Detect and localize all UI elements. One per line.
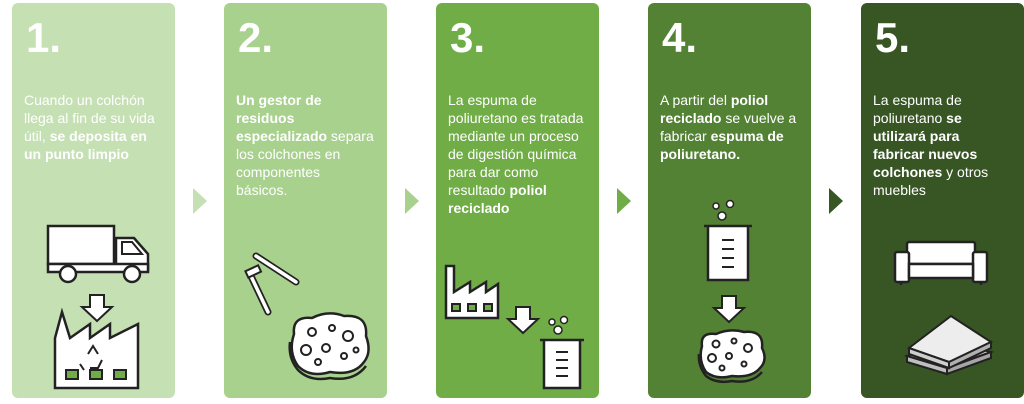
step-number: 3. [450,14,486,61]
step-number: 1. [26,14,62,61]
sponge-icon [697,329,766,384]
factory-icon [444,264,500,320]
sofa-icon [893,240,989,285]
beaker-icon [704,199,752,282]
step-text-part: Un gestor de residuos especializado [236,92,328,144]
step-text-part: La espuma de poliuretano es tratada medi… [448,92,584,198]
nails-icon [244,252,300,316]
step-card-3: 3. La espuma de poliuretano es tratada m… [436,3,599,398]
step-card-1: 1. Cuando un colchón llega al fin de su … [12,3,175,398]
step-text-part: se utilizará para fabricar nuevos colcho… [873,110,978,180]
step-text: Cuando un colchón llega al fin de su vid… [24,91,163,163]
recycling-factory-icon [53,307,140,390]
step-card-5: 5. La espuma de poliuretano se utilizará… [861,3,1024,398]
beaker-icon [540,315,584,390]
step-number: 2. [238,14,274,61]
truck-icon [46,224,150,284]
step-text: A partir del poliol reciclado se vuelve … [660,91,799,163]
next-arrow-icon [193,188,207,214]
step-text-part: poliol reciclado [448,182,547,216]
step-text: La espuma de poliuretano es tratada medi… [448,91,587,217]
step-text-part: y otros muebles [873,164,989,198]
next-arrow-icon [617,188,631,214]
down-arrow-icon [711,295,747,324]
sponge-icon [288,312,370,381]
next-arrow-icon [829,188,843,214]
step-text-part: poliol reciclado [660,92,769,126]
step-text-part: se deposita en un punto limpio [24,128,147,162]
step-text-part: separa los colchones en componentes bási… [236,128,374,198]
step-number: 4. [662,14,698,61]
down-arrow-icon [505,306,541,335]
step-text-part: Cuando un colchón llega al fin de su vid… [24,92,155,144]
step-text-part: A partir del [660,92,731,108]
step-text-part: espuma de poliuretano. [660,128,784,162]
step-text: Un gestor de residuos especializado sepa… [236,91,375,199]
step-number: 5. [875,14,911,61]
mattress-icon [903,314,995,376]
down-arrow-icon [79,294,115,323]
next-arrow-icon [405,188,419,214]
step-text: La espuma de poliuretano se utilizará pa… [873,91,1012,199]
step-text-part: La espuma de poliuretano [873,92,962,126]
step-text-part: se vuelve a fabricar [660,110,797,144]
